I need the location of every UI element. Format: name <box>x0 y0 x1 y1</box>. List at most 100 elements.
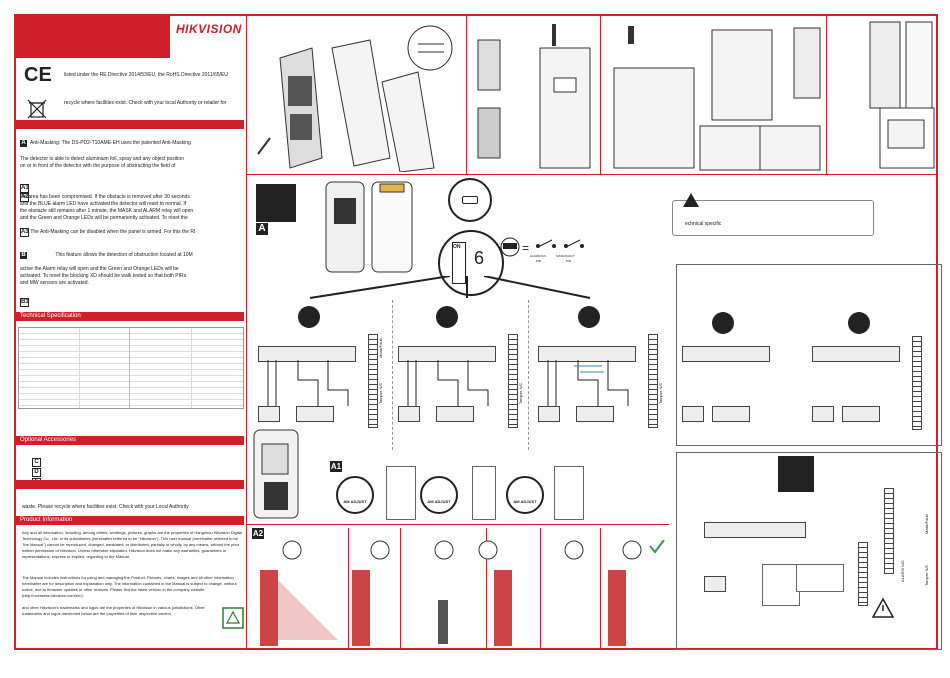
section-a-body2: on or in front of the detector with the … <box>20 163 176 169</box>
top-divider-3 <box>826 16 827 174</box>
section-a-label: A <box>20 140 27 147</box>
am-adjust-knob-1[interactable]: AM ADJUST <box>336 476 374 514</box>
mode-marker-5 <box>848 312 870 334</box>
led-head-icon <box>500 237 520 257</box>
tamper-label-1: Tamper N/C <box>378 382 383 404</box>
pin-column-4 <box>912 336 922 430</box>
detector-open-drawing <box>325 181 413 273</box>
section-a-body1: The detector is able to detect aluminium… <box>20 156 184 162</box>
am-adjust-label-1: AM ADJUST <box>343 499 367 504</box>
section-a-line3: the obstacle still remains after 1 minut… <box>20 208 194 214</box>
waste-text: waste. Please recycle where facilities e… <box>22 504 189 510</box>
title-block <box>16 16 170 58</box>
ce-mark: CE <box>24 64 52 86</box>
a2-divider-2 <box>400 528 401 648</box>
am-adjust-label-2: AM ADJUST <box>427 499 451 504</box>
alarm-terminal-4 <box>712 406 750 422</box>
red-divider-bar <box>16 120 244 129</box>
section-a3-text: The Anti-Masking can be disabled when th… <box>30 229 196 235</box>
relay-panel-bottom <box>676 452 942 650</box>
note-text: echnical specific <box>685 221 722 227</box>
section-b: B This feature allows the detection of o… <box>20 252 244 259</box>
mode-marker-1 <box>298 306 320 328</box>
am-adjust-knob-2[interactable]: AM ADJUST <box>420 476 458 514</box>
section-b-line2: activated. To reset the blocking XD shou… <box>20 273 187 279</box>
alarm-terminal-3 <box>576 406 614 422</box>
a2-divider-1 <box>348 528 349 648</box>
top-divider-1 <box>466 16 467 174</box>
column-divider <box>246 16 247 648</box>
tamper-label-3: Tamper N/C <box>658 382 663 404</box>
product-info-p2: The Manual includes instructions for usi… <box>22 575 237 598</box>
detector-front-drawing <box>253 429 299 519</box>
section-b-line1: active the Alarm relay will open and the… <box>20 266 179 272</box>
directive-text: listed under the RE Directive 2014/53/EU… <box>64 72 228 78</box>
sensor-zone-icon <box>778 456 814 492</box>
relay-label-2: MASK/FAULT <box>556 254 575 258</box>
power-terminal-5 <box>812 406 834 422</box>
accessory-c-label: C <box>32 458 41 467</box>
label-a1: A1 <box>20 176 29 194</box>
a2-divider-3 <box>486 528 487 648</box>
section-b-line3: and MW sensors are activated. <box>20 280 89 286</box>
relay-sub-2: PIR <box>566 259 572 263</box>
wiring-separator-2 <box>528 300 529 450</box>
label-a1-text: A1 <box>20 184 29 193</box>
section-a-body: The detector is able to detect aluminium… <box>20 156 244 170</box>
caution-triangle-icon <box>872 598 894 618</box>
panel-a-label: A <box>256 223 268 235</box>
mode-marker-3 <box>578 306 600 328</box>
a2-divider-4 <box>540 528 541 648</box>
section-a3: A3 The Anti-Masking can be disabled when… <box>20 228 244 237</box>
warning-note: echnical specific <box>672 193 874 236</box>
detection-zone-3 <box>554 466 584 520</box>
wiring-panel-right <box>676 264 942 446</box>
section-a-details: the area has been compromised. If the ob… <box>20 194 244 222</box>
pin-column-1 <box>368 334 378 428</box>
bottom-row-divider <box>247 524 669 525</box>
dip-switch-dial: ON 6 <box>438 230 504 296</box>
section-a-line1: the area has been compromised. If the ob… <box>20 194 190 200</box>
cable-entry-drawing <box>869 21 935 169</box>
am-adjust-label-3: AM ADJUST <box>513 499 537 504</box>
label-a2: A2 <box>20 185 29 203</box>
accessory-d: D <box>32 460 41 478</box>
label-b1: B1 <box>20 290 29 308</box>
label-b1-text: B1 <box>20 298 29 307</box>
power-terminal-4 <box>682 406 704 422</box>
detection-zone-2 <box>472 466 496 520</box>
warning-triangle-icon <box>683 193 699 207</box>
tech-spec-table <box>18 327 244 409</box>
section-a-line4: and the Green and Orange LEDs will be pe… <box>20 215 188 221</box>
product-info-p1: Any and all information, including, amon… <box>22 530 242 559</box>
mode-marker-4 <box>712 312 734 334</box>
section-a-line2: and the BLUE alarm LED have activated th… <box>20 201 187 207</box>
section-b-label: B <box>20 252 27 259</box>
sheet-border <box>14 14 938 650</box>
mounting-step-drawing <box>477 24 591 169</box>
alarm-terminal-1 <box>296 406 334 422</box>
power-terminal-1 <box>258 406 280 422</box>
hikvision-logo: HIKVISION <box>176 22 242 36</box>
accessory-d-label: D <box>32 468 41 477</box>
dial-arrows <box>309 276 591 299</box>
tamper-label-2: Tamper N/C <box>518 382 523 404</box>
weee-bin-icon <box>27 99 47 119</box>
am-adjust-knob-3[interactable]: AM ADJUST <box>506 476 544 514</box>
recycling-logo-icon <box>222 607 244 629</box>
alarm-terminal-2 <box>436 406 474 422</box>
red-divider-bar-2 <box>16 480 244 489</box>
terminal-strip-4 <box>682 346 770 362</box>
detector-exploded-drawing <box>257 25 453 172</box>
product-info-heading: Product Information <box>16 516 244 525</box>
anti-mask-sequence-drawing <box>260 540 665 646</box>
dip-switch-icon <box>462 196 478 204</box>
relay-sub-1: PIR <box>536 259 542 263</box>
dial-on-label: ON <box>453 244 461 250</box>
label-a3: A3 <box>20 228 29 237</box>
mode-marker-2 <box>436 306 458 328</box>
equals-sign: = <box>522 241 530 255</box>
wall-mount-drawing <box>613 26 821 171</box>
terminal-strip-3 <box>538 346 636 362</box>
